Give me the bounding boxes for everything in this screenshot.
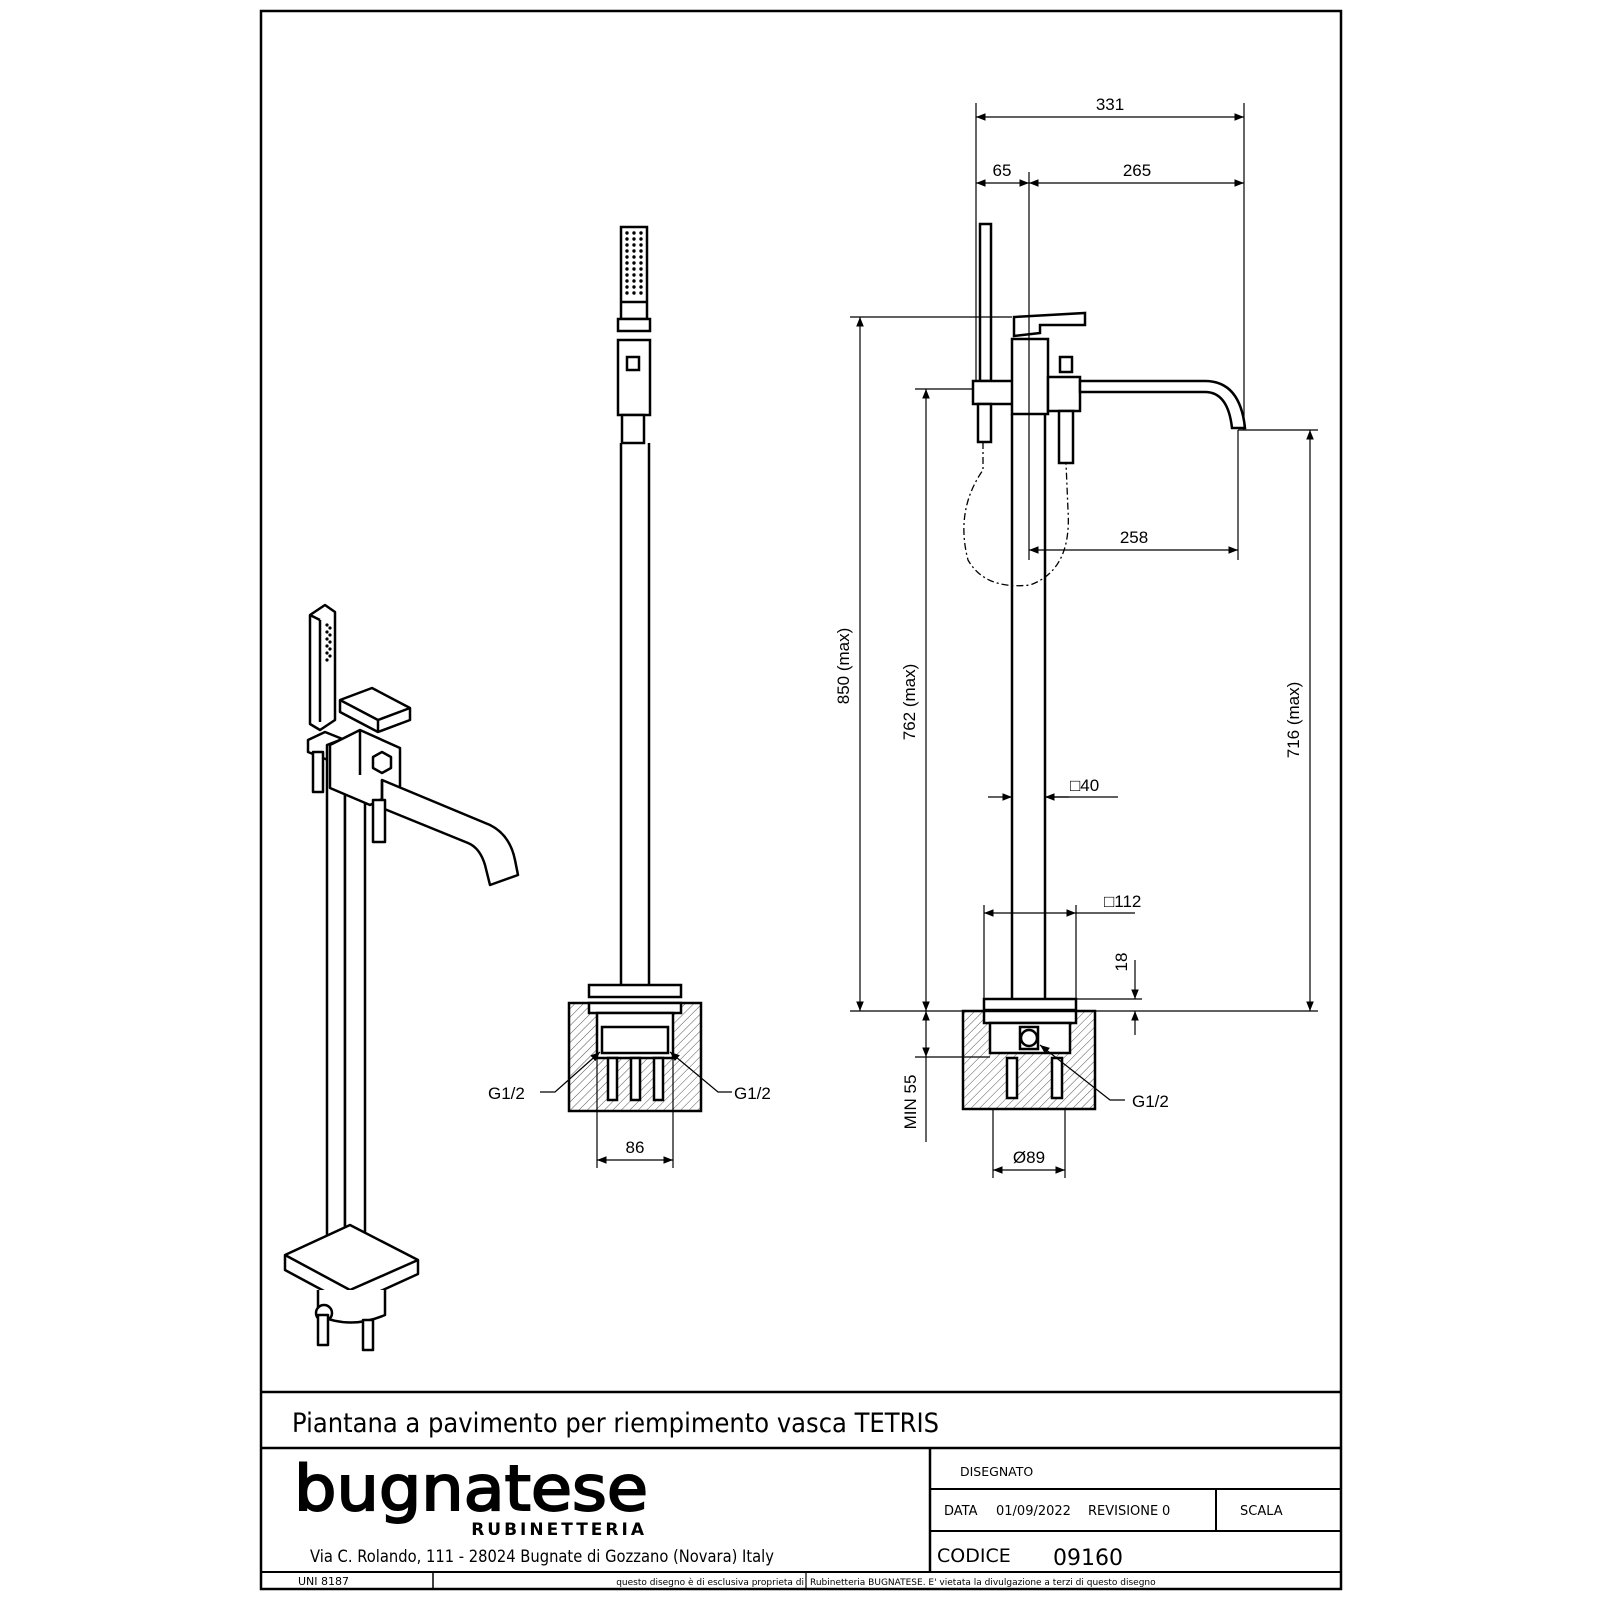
- company-address: Via C. Rolando, 111 - 28024 Bugnate di G…: [310, 1547, 774, 1567]
- dim-min55: MIN 55: [901, 1075, 920, 1130]
- dim-sq112: □112: [1104, 892, 1141, 911]
- dim-258: 258: [1120, 528, 1148, 547]
- date-value: 01/09/2022: [996, 1504, 1071, 1519]
- dim-dia89: Ø89: [1013, 1148, 1045, 1167]
- title-block: [261, 1390, 1341, 1589]
- standard-label: UNI 8187: [298, 1575, 349, 1588]
- revision-value: 0: [1162, 1504, 1170, 1519]
- code-label: CODICE: [937, 1545, 1011, 1567]
- dim-850: 850 (max): [834, 628, 853, 705]
- dim-65: 65: [993, 161, 1012, 180]
- revision-label: REVISIONE: [1088, 1504, 1158, 1519]
- dim-18: 18: [1112, 953, 1131, 972]
- dim-716: 716 (max): [1284, 682, 1303, 759]
- drawing-title: Piantana a pavimento per riempimento vas…: [292, 1408, 939, 1439]
- dim-762: 762 (max): [900, 664, 919, 741]
- ownership-notice-left: questo disegno è di esclusiva proprieta …: [616, 1577, 804, 1588]
- sheet-border: [259, 9, 1343, 1591]
- thread-g12-mid: G1/2: [734, 1084, 771, 1103]
- dimension-lines: [540, 103, 1318, 1178]
- dimension-texts: 331 65 265 258 850 (max) 762 (max) 716 (…: [488, 95, 1303, 1167]
- brand-logo: bugnatese: [294, 1452, 648, 1525]
- dim-sq40: □40: [1070, 776, 1099, 795]
- shower-hose: [963, 442, 1069, 587]
- perspective-view: [283, 603, 520, 1352]
- drawn-by-label: DISEGNATO: [960, 1464, 1033, 1479]
- ownership-notice-right: Rubinetteria BUGNATESE. E' vietata la di…: [810, 1578, 1156, 1588]
- thread-g12-right: G1/2: [1132, 1092, 1169, 1111]
- side-view: [567, 225, 703, 1113]
- thread-g12-left: G1/2: [488, 1084, 525, 1103]
- front-view: [961, 222, 1247, 1111]
- date-label: DATA: [944, 1504, 978, 1519]
- code-value: 09160: [1053, 1546, 1123, 1571]
- dim-331: 331: [1096, 95, 1124, 114]
- dim-265: 265: [1123, 161, 1151, 180]
- brand-subtitle: RUBINETTERIA: [471, 1520, 647, 1540]
- scale-label: SCALA: [1240, 1504, 1283, 1519]
- dim-86: 86: [626, 1138, 645, 1157]
